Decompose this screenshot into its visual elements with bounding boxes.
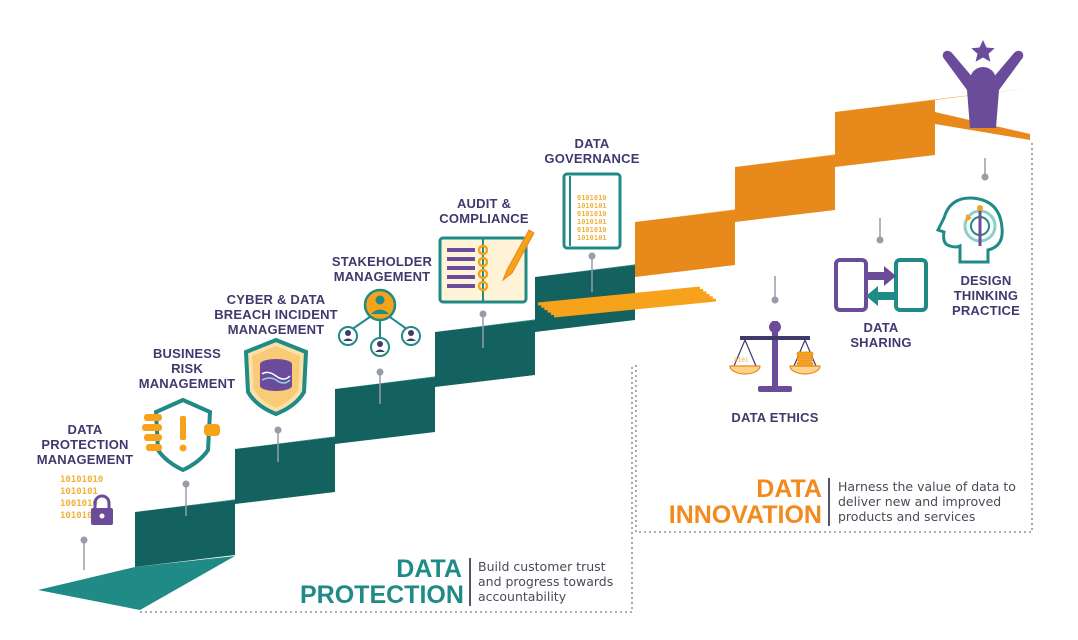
- label-line: CYBER & DATA: [226, 292, 326, 307]
- stair-riser: [235, 437, 335, 504]
- data-protection-divider: [469, 558, 471, 606]
- label-line: DATA: [574, 136, 610, 151]
- binary-lock-icon: 10101010 1010101 1001010 101010: [60, 475, 113, 525]
- desc-line: deliver new and improved: [838, 494, 1002, 509]
- data-protection-title: DATA PROTECTION: [300, 555, 464, 609]
- svg-text:10101010: 10101010: [60, 475, 103, 485]
- label-line: BUSINESS: [152, 346, 222, 361]
- svg-text:101010: 101010: [60, 511, 93, 521]
- binary-book-icon: 0101010 1010101 0101010 1010101 0101010 …: [562, 172, 622, 250]
- pin-dot: [376, 368, 384, 376]
- pin-dot: [588, 252, 596, 260]
- label-line: DESIGN: [960, 273, 1012, 288]
- label-line: MANAGEMENT: [227, 322, 325, 337]
- person-star-icon: [942, 40, 1024, 128]
- head-gears-icon: [935, 196, 1004, 264]
- section-frames: [140, 140, 1033, 613]
- title-line: PROTECTION: [300, 581, 464, 609]
- svg-text:0101010: 0101010: [577, 194, 607, 202]
- label-data-ethics: DATA ETHICS: [710, 410, 840, 425]
- label-cyber-data-breach: CYBER & DATA BREACH INCIDENT MANAGEMENT: [198, 292, 354, 337]
- tablet-exchange-icon: [834, 258, 928, 312]
- label-line: COMPLIANCE: [439, 211, 529, 226]
- notebook-pen-icon: [438, 229, 535, 304]
- label-data-governance: DATA GOVERNANCE: [528, 136, 656, 166]
- data-protection-description: Build customer trust and progress toward…: [478, 559, 638, 604]
- step-icons: 10101010 1010101 1001010 101010: [60, 40, 1024, 525]
- label-line: STAKEHOLDER: [331, 254, 433, 269]
- svg-text:1010101: 1010101: [577, 202, 607, 210]
- transition-stripe: [544, 291, 707, 311]
- svg-text:0101: 0101: [734, 357, 749, 364]
- label-audit-compliance: AUDIT & COMPLIANCE: [420, 196, 548, 226]
- label-line: GOVERNANCE: [544, 151, 640, 166]
- stair-riser: [635, 210, 735, 277]
- desc-line: products and services: [838, 509, 976, 524]
- scales-icon: 0101: [729, 321, 821, 392]
- shield-database-icon: [243, 337, 309, 417]
- data-innovation-divider: [828, 478, 830, 526]
- data-innovation-title: DATA INNOVATION: [640, 476, 822, 528]
- label-line: PRACTICE: [951, 303, 1021, 318]
- pin-dot: [80, 536, 88, 544]
- svg-text:1010101: 1010101: [60, 487, 98, 497]
- label-business-risk-management: BUSINESS RISK MANAGEMENT: [122, 346, 252, 391]
- label-line: THINKING: [953, 288, 1019, 303]
- shield-alert-icon: [142, 397, 220, 473]
- pin-dot: [876, 236, 884, 244]
- desc-line: accountability: [478, 589, 567, 604]
- pin-dot: [479, 310, 487, 318]
- label-line: BREACH INCIDENT: [214, 307, 338, 322]
- desc-line: and progress towards: [478, 574, 614, 589]
- label-line: SHARING: [850, 335, 912, 350]
- stair-riser: [835, 100, 935, 167]
- label-line: AUDIT &: [456, 196, 512, 211]
- svg-text:0101010: 0101010: [577, 210, 607, 218]
- label-line: MANAGEMENT: [138, 376, 236, 391]
- transition-stripe: [550, 296, 713, 316]
- landing: [38, 556, 235, 610]
- svg-text:1001010: 1001010: [60, 499, 98, 509]
- pin-dot: [274, 426, 282, 434]
- desc-line: Harness the value of data to: [838, 479, 1016, 494]
- svg-text:0101010: 0101010: [577, 226, 607, 234]
- label-line: RISK: [171, 361, 203, 376]
- transition-stripe: [553, 298, 717, 318]
- label-line: DATA ETHICS: [731, 410, 819, 425]
- data-innovation-description: Harness the value of data to deliver new…: [838, 479, 1038, 524]
- pin-dot: [981, 173, 989, 181]
- title-line: INNOVATION: [668, 501, 822, 529]
- innovation-frame: [635, 140, 1033, 533]
- stair-riser: [735, 155, 835, 222]
- label-line: MANAGEMENT: [333, 269, 431, 284]
- label-pins: [80, 158, 989, 570]
- stair-riser: [135, 500, 235, 567]
- label-data-sharing: DATA SHARING: [818, 320, 944, 350]
- transition-stripe: [547, 293, 710, 313]
- label-stakeholder-management: STAKEHOLDER MANAGEMENT: [318, 254, 446, 284]
- pin-dot: [182, 480, 190, 488]
- people-network-icon: [338, 288, 421, 357]
- label-line: DATA: [67, 422, 103, 437]
- svg-text:1010101: 1010101: [577, 234, 607, 242]
- label-line: DATA: [863, 320, 899, 335]
- label-line: PROTECTION: [41, 437, 129, 452]
- stair-riser: [335, 377, 435, 444]
- title-line: DATA: [756, 475, 822, 503]
- label-data-protection-management: DATA PROTECTION MANAGEMENT: [20, 422, 150, 467]
- title-line: DATA: [396, 555, 462, 583]
- protection-frame: [140, 365, 633, 613]
- desc-line: Build customer trust: [478, 559, 606, 574]
- pin-dot: [771, 296, 779, 304]
- transition-stripe: [541, 288, 704, 308]
- transition-stripe: [537, 286, 701, 306]
- label-line: MANAGEMENT: [36, 452, 134, 467]
- stair-riser: [435, 320, 535, 387]
- label-design-thinking: DESIGN THINKING PRACTICE: [924, 273, 1048, 318]
- svg-text:1010101: 1010101: [577, 218, 607, 226]
